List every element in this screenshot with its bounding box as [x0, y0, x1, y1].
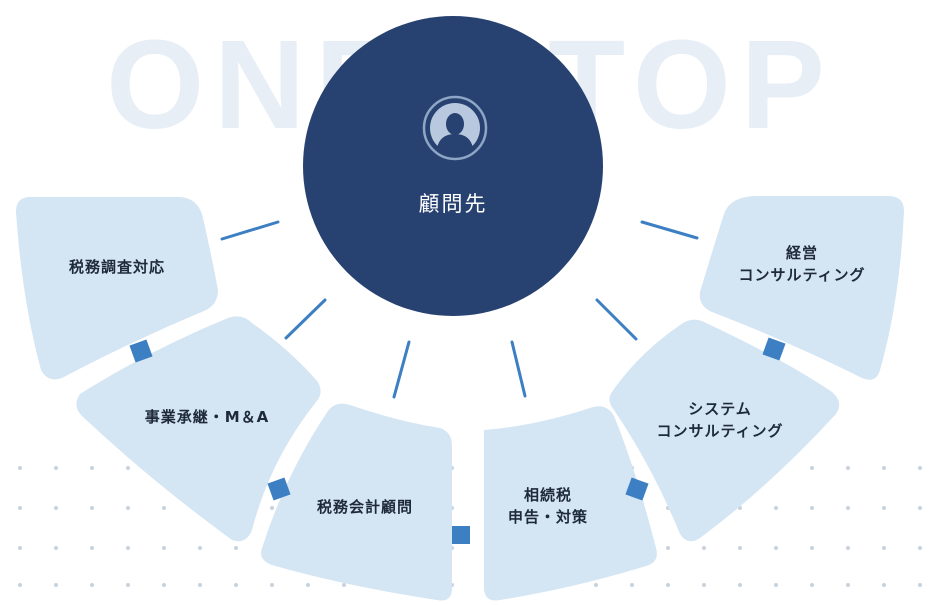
- spoke-line: [220, 220, 280, 241]
- decor-dot: [918, 466, 922, 470]
- decor-dot: [90, 546, 94, 550]
- decor-dot: [342, 583, 346, 587]
- decor-dot: [918, 583, 922, 587]
- decor-dot: [234, 583, 238, 587]
- label-line: 事業承継・M＆A: [144, 408, 270, 426]
- decor-dot: [90, 506, 94, 510]
- segment-system-consulting[interactable]: [609, 319, 840, 542]
- decor-dot: [882, 583, 886, 587]
- decor-dot: [54, 546, 58, 550]
- decor-dot: [846, 506, 850, 510]
- segment-tax-accounting[interactable]: [261, 403, 452, 601]
- label-line: 税務調査対応: [68, 258, 165, 276]
- decor-dot: [846, 583, 850, 587]
- label-line: 経営: [785, 244, 818, 262]
- label-inheritance-tax: 相続税 申告・対策: [478, 484, 618, 528]
- spoke-line: [510, 340, 527, 398]
- decor-dot: [810, 506, 814, 510]
- decor-dot: [846, 466, 850, 470]
- decor-dot: [882, 506, 886, 510]
- decor-dot: [270, 506, 274, 510]
- decor-dot: [126, 506, 130, 510]
- label-tax-accounting: 税務会計顧問: [290, 496, 440, 518]
- decor-dot: [18, 583, 22, 587]
- decor-dot: [882, 466, 886, 470]
- decor-dot: [810, 466, 814, 470]
- decor-dot: [54, 506, 58, 510]
- label-system-consulting: システム コンサルティング: [630, 398, 810, 442]
- center-circle: [303, 16, 603, 316]
- decor-dot: [90, 466, 94, 470]
- label-tax-audit: 税務調査対応: [37, 256, 197, 278]
- connector-square: [452, 526, 470, 544]
- decor-dot: [162, 583, 166, 587]
- segment-connectors: [129, 337, 786, 544]
- segment-tax-audit[interactable]: [16, 197, 218, 380]
- decor-dot: [54, 466, 58, 470]
- decor-dot: [162, 506, 166, 510]
- segment-business-succession[interactable]: [76, 316, 321, 542]
- segment-inheritance-tax[interactable]: [484, 406, 657, 601]
- decor-dot: [90, 583, 94, 587]
- decor-dot: [702, 546, 706, 550]
- spoke-line: [640, 220, 699, 240]
- connector-square: [625, 477, 649, 501]
- connector-square: [129, 339, 153, 363]
- spoke-line: [284, 298, 327, 340]
- center-label: 顧問先: [418, 192, 488, 216]
- decor-dot: [918, 506, 922, 510]
- decor-dot: [306, 583, 310, 587]
- decor-dot: [234, 546, 238, 550]
- decor-dot: [18, 546, 22, 550]
- decor-dot: [702, 583, 706, 587]
- decor-dot: [630, 583, 634, 587]
- decor-dot: [270, 583, 274, 587]
- decor-dot: [774, 506, 778, 510]
- decor-dot: [162, 546, 166, 550]
- label-management-consulting: 経営 コンサルティング: [712, 242, 892, 286]
- decor-dot: [918, 546, 922, 550]
- decor-dot: [882, 546, 886, 550]
- label-line: システム: [688, 400, 752, 418]
- decor-dot: [666, 583, 670, 587]
- user-avatar-icon: [422, 95, 488, 161]
- decor-dot: [126, 546, 130, 550]
- decor-dot: [54, 583, 58, 587]
- label-line: 税務会計顧問: [316, 498, 413, 516]
- decor-dot: [594, 583, 598, 587]
- segment-management-consulting[interactable]: [699, 196, 904, 380]
- label-line: 相続税: [523, 486, 572, 504]
- decor-dot: [738, 546, 742, 550]
- decor-dot: [810, 546, 814, 550]
- decor-dot: [18, 466, 22, 470]
- decor-dot: [198, 583, 202, 587]
- decor-dot: [810, 583, 814, 587]
- decor-dot: [846, 546, 850, 550]
- label-line: 申告・対策: [507, 508, 588, 526]
- spoke-lines: [220, 220, 699, 399]
- label-line: コンサルティング: [656, 422, 784, 440]
- spoke-line: [595, 298, 638, 341]
- decor-dot: [18, 506, 22, 510]
- spoke-line: [392, 340, 411, 399]
- decor-dot: [198, 546, 202, 550]
- connector-square: [267, 477, 291, 501]
- decor-dot: [738, 583, 742, 587]
- decor-dot: [126, 583, 130, 587]
- decor-dot: [666, 546, 670, 550]
- decor-dot: [126, 466, 130, 470]
- connector-square: [762, 337, 786, 361]
- label-business-succession: 事業承継・M＆A: [122, 406, 292, 428]
- decor-dot: [774, 546, 778, 550]
- label-line: コンサルティング: [738, 266, 866, 284]
- decor-dot: [774, 583, 778, 587]
